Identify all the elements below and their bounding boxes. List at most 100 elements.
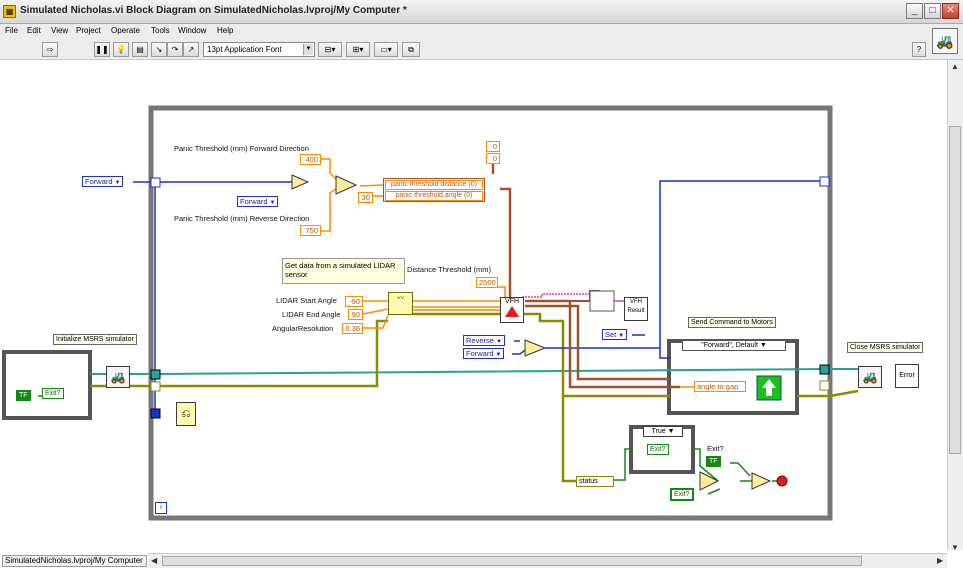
scroll-left-icon[interactable]: ◀ [151,556,158,565]
const-panic-fwd[interactable]: 400 [300,154,321,165]
maximize-button[interactable]: □ [924,3,941,19]
chevron-down-icon: ▼ [495,339,502,345]
run-arrow-icon[interactable]: ⇨ [42,42,58,57]
cluster-panic-angle: panic threshold angle (0) [385,191,483,201]
exit-local-true[interactable]: Exit? [647,444,669,455]
distribute-objects-icon[interactable]: ⊞▾ [346,42,370,57]
case-selector-value: "Forward", Default [701,342,758,349]
step-out-icon[interactable]: ↗ [183,42,199,57]
scroll-down-icon[interactable]: ▼ [951,543,959,552]
tunnel-error-right [819,380,830,391]
vfh-result-indicator[interactable]: VFH Result [624,297,648,321]
resize-objects-icon[interactable]: ▭▾ [374,42,398,57]
enum-forward-lower[interactable]: Forward▼ [463,348,505,359]
menu-bar: File Edit View Project Operate Tools Win… [0,24,963,39]
const-distance-threshold[interactable]: 2500 [476,277,498,288]
init-sequence-frame [2,350,92,420]
toolbar: ⇨ ❚❚ 💡 ▤ ↘ ↷ ↗ 13pt Application Font ▼ ⊟… [0,39,963,60]
enum-forward-inner-value: Forward [240,197,268,206]
tunnel-enum-left [150,177,161,188]
minimize-button[interactable]: _ [906,3,923,19]
label-panic-rev: Panic Threshold (mm) Reverse Direction [174,214,310,223]
true-case-selector[interactable]: True ▼ [643,426,683,437]
init-tf-constant[interactable]: TF [16,390,31,401]
const-zero-a[interactable]: 0 [486,141,500,152]
enum-forward-inner[interactable]: Forward▼ [237,196,279,207]
labview-app-icon[interactable]: ▦ [3,5,16,18]
context-help-icon[interactable]: ? [912,42,926,57]
chevron-down-icon: ▼ [303,44,313,55]
vi-icon[interactable]: 🚜 [932,28,958,54]
label-lidar-start: LIDAR Start Angle [276,296,337,305]
menu-window[interactable]: Window [178,26,207,35]
unbundle-status[interactable]: status [576,476,614,487]
const-angular-res[interactable]: 0.36 [342,323,363,334]
align-objects-icon[interactable]: ⊟▾ [318,42,342,57]
enum-forward-outer[interactable]: Forward▼ [82,176,124,187]
stop-condition-icon [776,475,788,487]
exit-indicator[interactable]: TF [706,456,721,467]
menu-tools[interactable]: Tools [151,26,170,35]
label-angular-res: AngularResolution [272,324,334,333]
step-over-icon[interactable]: ↷ [167,42,183,57]
while-loop-frame [148,105,833,521]
chevron-down-icon: ▼ [114,180,121,186]
menu-help[interactable]: Help [217,26,234,35]
exit-local-bottom[interactable]: Exit? [670,488,694,501]
label-lidar-end: LIDAR End Angle [282,310,341,319]
menu-view[interactable]: View [51,26,69,35]
enum-reverse-value: Reverse [466,336,494,345]
enum-set[interactable]: Set▼ [602,329,628,340]
init-msrs-subvi[interactable]: 🚜 [106,366,130,388]
vfh-subvi[interactable]: VFH [500,297,524,323]
shift-register-right [819,176,830,187]
scroll-up-icon[interactable]: ▲ [951,62,959,71]
const-lidar-start[interactable]: -90 [345,296,363,307]
const-thirty[interactable]: 30 [358,192,373,203]
retain-wire-values-icon[interactable]: ▤ [132,42,148,57]
menu-edit[interactable]: Edit [27,26,41,35]
const-panic-rev[interactable]: 750 [300,225,321,236]
wire-layer [2,105,859,521]
probe-subvi[interactable]: ⎌ [176,402,196,426]
scroll-right-icon[interactable]: ▶ [937,556,944,565]
chevron-down-icon: ▼ [495,352,502,358]
select-node [335,175,358,195]
const-lidar-end[interactable]: 90 [348,309,363,320]
angle-to-gap-node[interactable]: angle to gap [694,381,746,392]
close-msrs-subvi[interactable]: 🚜 [858,366,882,388]
enum-forward-outer-value: Forward [85,177,113,186]
menu-operate[interactable]: Operate [111,26,140,35]
label-distance-threshold: Distance Threshold (mm) [407,265,492,274]
loop-iteration-terminal[interactable]: i [155,502,167,514]
init-exit-local[interactable]: Exit? [42,388,64,399]
true-case-value: True [651,428,666,435]
bundle-panic-cluster[interactable]: panic threshold distance (0) panic thres… [383,178,485,202]
reorder-icon[interactable]: ⧉ [402,42,420,57]
enum-reverse[interactable]: Reverse▼ [463,335,505,346]
close-button[interactable]: ✕ [942,3,959,19]
comment-lidar: Get data from a simulated LIDAR sensor [282,258,405,284]
vertical-scroll-thumb[interactable] [949,126,961,454]
block-diagram[interactable]: Panic Threshold (mm) Forward Direction 4… [0,61,946,553]
pause-icon[interactable]: ❚❚ [94,42,110,57]
step-into-icon[interactable]: ↘ [151,42,167,57]
horizontal-scroll-thumb[interactable] [162,556,862,566]
or-node [699,471,720,491]
warning-triangle-icon [505,306,519,317]
enum-forward-lower-value: Forward [466,349,494,358]
equal-node [291,174,310,190]
enum-set-value: Set [605,330,617,339]
font-select[interactable]: 13pt Application Font ▼ [203,42,315,57]
const-zero-b[interactable]: 0 [486,153,500,164]
lidar-subvi-icon[interactable]: 〰 [388,292,413,315]
menu-file[interactable]: File [5,26,18,35]
case-selector[interactable]: "Forward", Default ▼ [682,340,786,351]
unbundle-node [589,290,615,312]
menu-project[interactable]: Project [76,26,101,35]
chevron-down-icon: ▼ [269,200,276,206]
label-exit: Exit? [707,444,724,453]
label-close-msrs: Close MSRS simulator [847,342,924,353]
error-handler-subvi[interactable]: Error [895,364,919,388]
highlight-execution-icon[interactable]: 💡 [113,42,129,57]
